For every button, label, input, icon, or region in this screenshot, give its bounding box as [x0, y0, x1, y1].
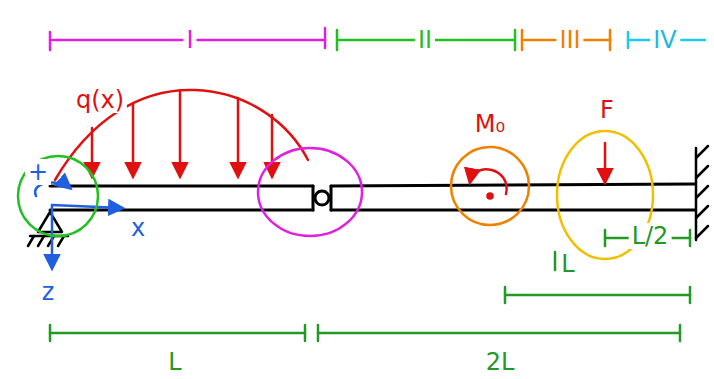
moment-symbol	[470, 169, 507, 198]
fixed-wall	[696, 146, 708, 240]
section-label: III	[556, 27, 583, 53]
load-label: q(x)	[73, 87, 127, 113]
coordinate-axes	[35, 182, 122, 268]
section-label: IV	[650, 27, 680, 53]
highlight-circle	[18, 156, 98, 236]
section-brackets	[50, 28, 705, 50]
dimension-lines	[50, 230, 690, 341]
force-label: F	[597, 97, 617, 123]
section-label: I	[183, 27, 196, 53]
sign-label: +	[25, 159, 51, 185]
force-arrow	[604, 143, 607, 182]
axis-label: x	[128, 215, 148, 241]
moment-label: M₀	[472, 111, 508, 137]
dimension-label: L	[165, 349, 184, 375]
dimension-label: L/2	[629, 223, 672, 249]
section-label: II	[415, 27, 435, 53]
axis-label: z	[39, 279, 58, 305]
beam	[50, 184, 695, 210]
highlight-circle	[258, 148, 362, 236]
dimension-label: 2L	[483, 349, 518, 375]
highlight-circle	[451, 147, 529, 225]
dimension-label: L	[558, 251, 577, 277]
